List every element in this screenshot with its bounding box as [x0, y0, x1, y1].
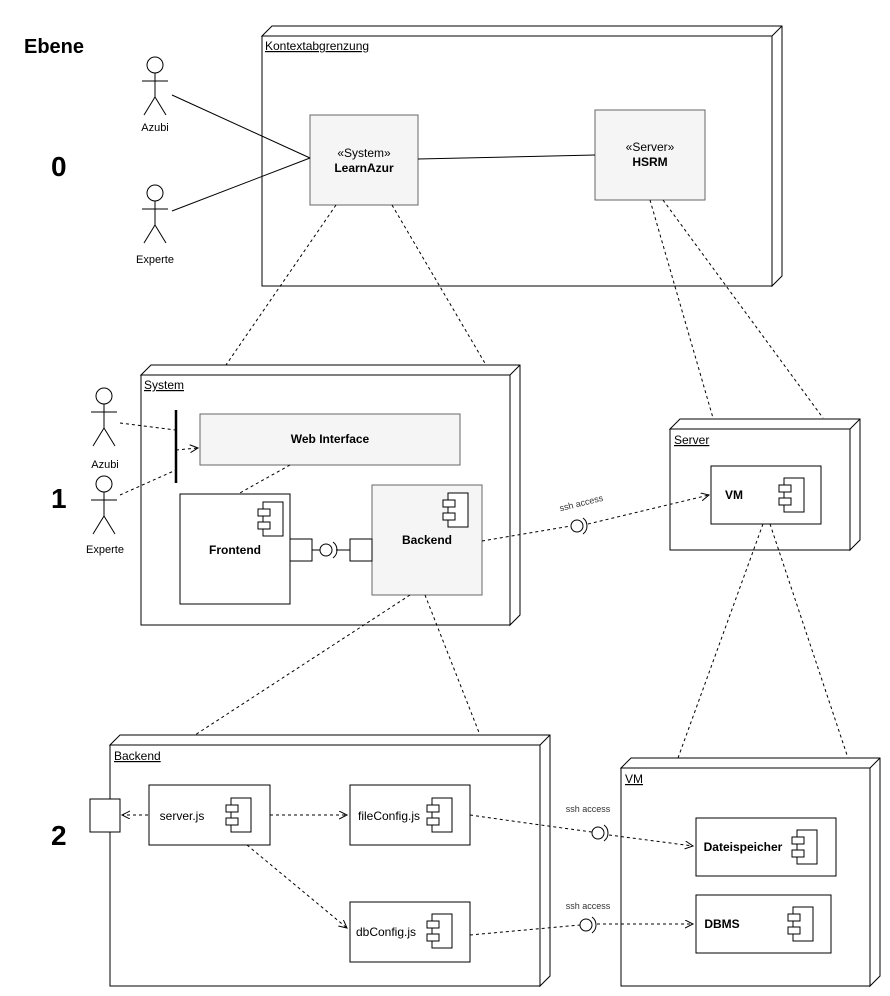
frontend-label: Frontend: [209, 543, 261, 557]
system-learnazur[interactable]: «System» LearnAzur: [309, 114, 419, 206]
level-0-label: 0: [51, 151, 67, 182]
interface-frontend-backend: [289, 538, 373, 562]
node-system-title: System: [144, 378, 184, 392]
dbconfig-js-label: dbConfig.js: [356, 925, 416, 939]
dateispeicher-label: Dateispeicher: [704, 840, 783, 854]
ssh-backend-vm-b: [587, 495, 709, 525]
actor-azubi-l0: Azubi: [141, 56, 169, 134]
assoc-azubi-system: [171, 94, 311, 159]
component-backend[interactable]: Backend: [371, 484, 483, 596]
web-interface-label: Web Interface: [291, 432, 370, 446]
ssh-label-l1: ssh access: [558, 493, 604, 514]
dep-bar-webinterface: [175, 448, 198, 450]
server-hsrm[interactable]: «Server» HSRM: [594, 109, 706, 201]
node-server-title: Server: [674, 433, 709, 447]
dep-server-dbconfig: [246, 844, 347, 928]
component-dbconfig-js[interactable]: dbConfig.js: [349, 901, 471, 963]
node-vm-title: VM: [625, 772, 643, 786]
ssh-label-l2-a: ssh access: [566, 804, 611, 814]
system-name: LearnAzur: [334, 161, 394, 175]
node-kontextabgrenzung-title: Kontextabgrenzung: [265, 39, 369, 53]
actor-azubi-l1-label: Azubi: [91, 459, 119, 471]
refine-backend-left: [194, 594, 411, 736]
actor-experte-l1-label: Experte: [86, 544, 124, 556]
actor-experte-l1: Experte: [86, 475, 124, 556]
refine-vm-right: [769, 523, 849, 759]
level-2-label: 2: [51, 820, 67, 851]
dep-experte-bar: [119, 469, 177, 496]
web-interface[interactable]: Web Interface: [199, 413, 461, 466]
server-js-label: server.js: [160, 809, 205, 823]
component-fileconfig-js[interactable]: fileConfig.js: [349, 784, 471, 846]
assoc-system-server: [417, 154, 596, 160]
actor-experte-l0-label: Experte: [136, 254, 174, 266]
refine-server-left: [649, 199, 714, 419]
ebene-label: Ebene: [24, 36, 84, 58]
actor-azubi-l1: Azubi: [90, 387, 119, 471]
refine-vm-left: [677, 523, 764, 759]
refine-backend-right: [424, 594, 481, 736]
ssh-interface-l2-b: [579, 916, 597, 934]
fileconfig-js-label: fileConfig.js: [358, 809, 420, 823]
component-dateispeicher[interactable]: Dateispeicher: [695, 817, 837, 877]
actor-experte-l0: Experte: [136, 184, 174, 266]
system-stereotype: «System»: [337, 146, 391, 160]
vm-l1-label: VM: [725, 488, 743, 502]
backend-label: Backend: [402, 533, 452, 547]
ssh-fileconfig-a: [469, 814, 593, 833]
backend-port: [89, 798, 121, 833]
assoc-experte-system: [171, 157, 311, 212]
dep-webinterface-frontend: [237, 464, 291, 495]
refine-system-left: [225, 204, 337, 366]
level-1-label: 1: [51, 483, 67, 514]
server-stereotype: «Server»: [626, 140, 675, 154]
node-backend: Backend: [108, 734, 551, 988]
node-backend-title: Backend: [114, 749, 161, 763]
component-server-js[interactable]: server.js: [148, 784, 271, 846]
refine-system-right: [391, 204, 487, 366]
dbms-label: DBMS: [704, 917, 739, 931]
component-frontend[interactable]: Frontend: [179, 493, 291, 605]
component-vm-l1[interactable]: VM: [710, 465, 822, 525]
ssh-fileconfig-b: [608, 834, 693, 846]
ssh-interface-l2-a: [591, 824, 609, 842]
server-name: HSRM: [632, 155, 667, 169]
ssh-label-l2-b: ssh access: [566, 901, 611, 911]
ssh-dbconfig-a: [469, 924, 581, 936]
component-dbms[interactable]: DBMS: [695, 894, 832, 954]
actor-azubi-l0-label: Azubi: [141, 122, 169, 134]
ssh-interface-l1: [570, 517, 588, 535]
